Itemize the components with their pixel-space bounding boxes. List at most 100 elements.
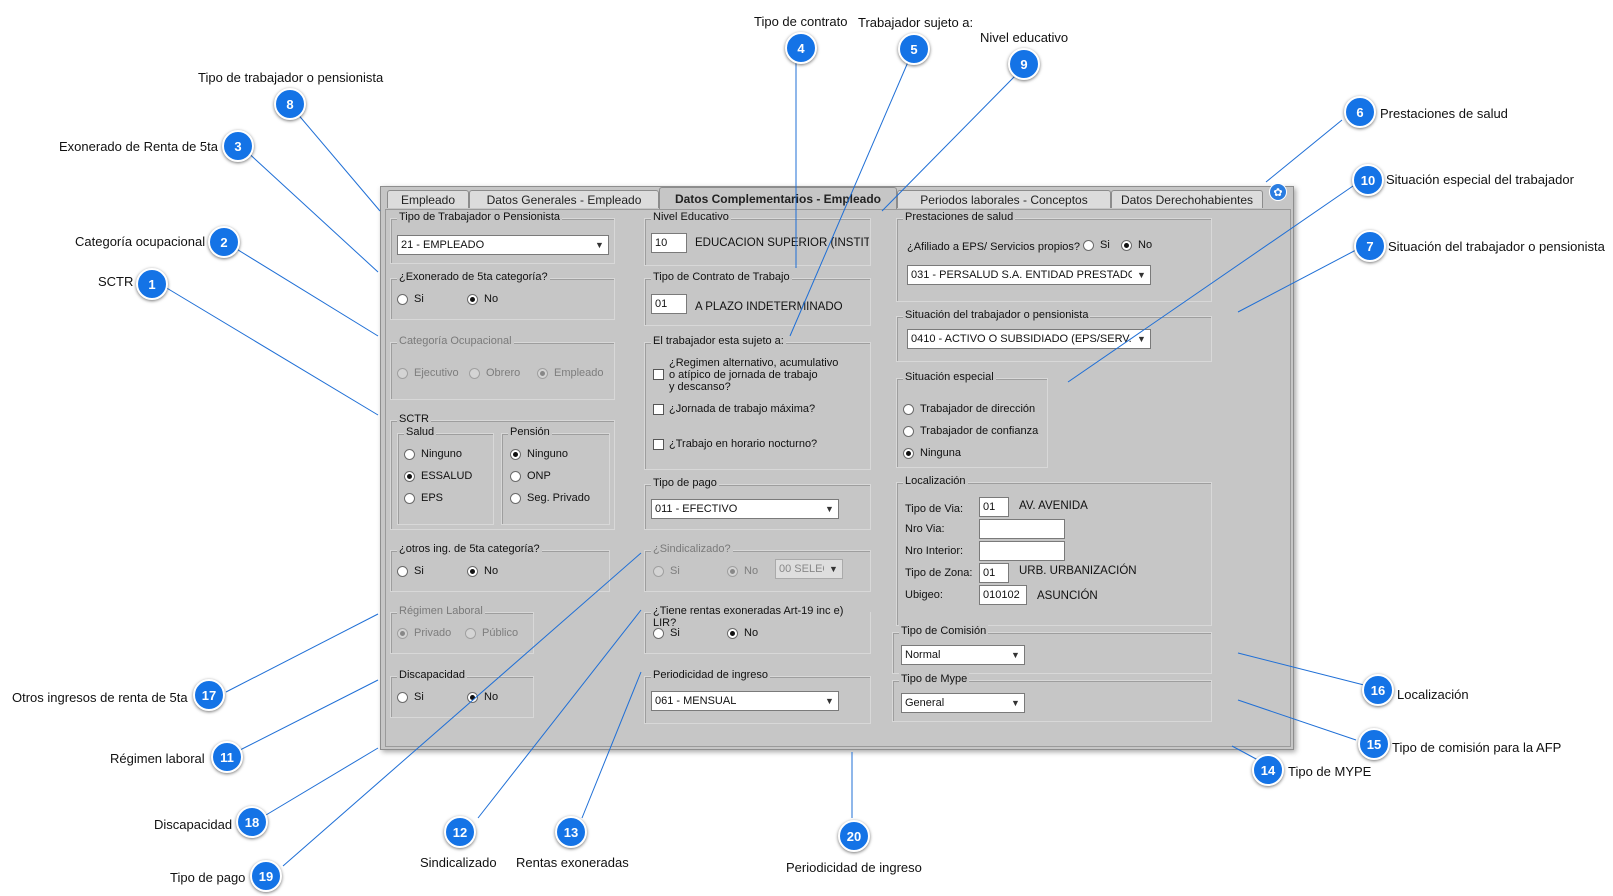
tab-empleado[interactable]: Empleado xyxy=(387,190,469,208)
group-title: Situación del trabajador o pensionista xyxy=(903,309,1091,321)
eps-no-radio[interactable]: No xyxy=(1121,239,1152,251)
group-title: Nivel Educativo xyxy=(651,211,731,223)
pension-onp-radio[interactable]: ONP xyxy=(510,470,551,482)
group-title: Tipo de pago xyxy=(651,477,719,489)
pension-ninguno-radio[interactable]: Ninguno xyxy=(510,448,568,460)
radio-label: Seg. Privado xyxy=(527,492,590,504)
radio-label: Si xyxy=(414,293,424,305)
eps-entidad-select[interactable]: 031 - PERSALUD S.A. ENTIDAD PRESTADORA ▼ xyxy=(907,265,1151,285)
especial-ninguna-radio[interactable]: Ninguna xyxy=(903,447,961,459)
group-title: Periodicidad de ingreso xyxy=(651,669,770,681)
tab-datos-derechohabientes[interactable]: Datos Derechohabientes xyxy=(1111,190,1263,208)
sindicalizado-si-radio[interactable]: Si xyxy=(653,565,680,577)
discapacidad-group: Discapacidad Si No xyxy=(390,669,534,718)
group-title: ¿otros ing. de 5ta categoría? xyxy=(397,543,542,555)
prestaciones-salud-group: Prestaciones de salud ¿Afiliado a EPS/ S… xyxy=(896,211,1212,302)
tipo-mype-select[interactable]: General ▼ xyxy=(901,693,1025,713)
rentas-exoneradas-group: ¿Tiene rentas exoneradas Art-19 inc e) L… xyxy=(644,605,871,654)
annotation-badge-10: 10 xyxy=(1352,164,1384,196)
especial-direccion-radio[interactable]: Trabajador de dirección xyxy=(903,403,1035,415)
annotation-badge-17: 17 xyxy=(193,679,225,711)
leader-line-2 xyxy=(229,244,379,337)
regimen-publico-radio[interactable]: Público xyxy=(465,627,518,639)
salud-essalud-radio[interactable]: ESSALUD xyxy=(404,470,472,482)
tipo-pago-group: Tipo de pago 011 - EFECTIVO ▼ xyxy=(644,477,871,530)
tab-datos-generales[interactable]: Datos Generales - Empleado xyxy=(469,190,659,208)
radio-label: No xyxy=(484,565,499,577)
discapacidad-no-radio[interactable]: No xyxy=(467,691,498,703)
salud-ninguno-radio[interactable]: Ninguno xyxy=(404,448,462,460)
tipo-comision-group: Tipo de Comisión Normal ▼ xyxy=(892,625,1212,674)
categoria-empleado-radio[interactable]: Empleado xyxy=(537,367,604,379)
otros-no-radio[interactable]: No xyxy=(467,565,498,577)
chevron-down-icon: ▼ xyxy=(825,696,834,706)
tipo-zona-input[interactable]: 01 xyxy=(979,563,1009,583)
select-value: 061 - MENSUAL xyxy=(655,695,737,707)
jornada-maxima-checkbox[interactable]: ¿Jornada de trabajo máxima? xyxy=(653,403,815,415)
group-title: Situación especial xyxy=(903,371,996,383)
checkbox-box xyxy=(653,404,664,415)
radio-label: Si xyxy=(670,627,680,639)
group-title: SCTR xyxy=(397,413,431,425)
categoria-ejecutivo-radio[interactable]: Ejecutivo xyxy=(397,367,459,379)
otros-si-radio[interactable]: Si xyxy=(397,565,424,577)
periodicidad-select[interactable]: 061 - MENSUAL ▼ xyxy=(651,691,839,711)
group-title: Localización xyxy=(903,475,968,487)
exonerado-si-radio[interactable]: Si xyxy=(397,293,424,305)
annotation-label-17: Otros ingresos de renta de 5ta xyxy=(12,690,188,705)
tipo-contrato-group: Tipo de Contrato de Trabajo 01 A PLAZO I… xyxy=(644,271,871,326)
radio-label: Público xyxy=(482,627,519,639)
sindicato-select[interactable]: 00 SELEC ▼ xyxy=(775,559,843,579)
gear-icon[interactable]: ✿ xyxy=(1269,183,1287,201)
radio-label: Ninguna xyxy=(920,447,961,459)
situacion-select[interactable]: 0410 - ACTIVO O SUBSIDIADO (EPS/SERV. PR… xyxy=(907,329,1151,349)
eps-question: ¿Afiliado a EPS/ Servicios propios? xyxy=(907,241,1081,253)
nivel-educativo-code[interactable]: 10 xyxy=(651,233,687,253)
tipo-trabajador-select[interactable]: 21 - EMPLEADO ▼ xyxy=(397,235,609,255)
rentas-si-radio[interactable]: Si xyxy=(653,627,680,639)
tipo-via-label: Tipo de Via: xyxy=(905,503,964,515)
nro-interior-input[interactable] xyxy=(979,541,1065,561)
select-value: Normal xyxy=(905,649,941,661)
discapacidad-si-radio[interactable]: Si xyxy=(397,691,424,703)
exonerado-no-radio[interactable]: No xyxy=(467,293,498,305)
regimen-alternativo-checkbox[interactable]: ¿Regimen alternativo, acumulativo o atíp… xyxy=(653,357,838,393)
annotation-badge-20: 20 xyxy=(838,820,870,852)
sindicalizado-group: ¿Sindicalizado? Si No 00 SELEC ▼ xyxy=(644,543,871,592)
annotation-badge-8: 8 xyxy=(274,88,306,120)
annotation-badge-11: 11 xyxy=(211,741,243,773)
tipo-comision-select[interactable]: Normal ▼ xyxy=(901,645,1025,665)
nro-via-input[interactable] xyxy=(979,519,1065,539)
especial-confianza-radio[interactable]: Trabajador de confianza xyxy=(903,425,1038,437)
pension-seg-privado-radio[interactable]: Seg. Privado xyxy=(510,492,590,504)
salud-eps-radio[interactable]: EPS xyxy=(404,492,443,504)
eps-si-radio[interactable]: Si xyxy=(1083,239,1110,251)
tipo-pago-select[interactable]: 011 - EFECTIVO ▼ xyxy=(651,499,839,519)
group-title: ¿Sindicalizado? xyxy=(651,543,733,555)
chevron-down-icon: ▼ xyxy=(1011,650,1020,660)
horario-nocturno-checkbox[interactable]: ¿Trabajo en horario nocturno? xyxy=(653,438,817,450)
situacion-especial-group: Situación especial Trabajador de direcci… xyxy=(896,371,1048,468)
annotation-badge-5: 5 xyxy=(898,33,930,65)
sindicalizado-no-radio[interactable]: No xyxy=(727,565,758,577)
radio-label: Obrero xyxy=(486,367,521,379)
categoria-obrero-radio[interactable]: Obrero xyxy=(469,367,520,379)
rentas-no-radio[interactable]: No xyxy=(727,627,758,639)
leader-line-3 xyxy=(243,148,379,273)
tab-datos-complementarios[interactable]: Datos Complementarios - Empleado xyxy=(659,187,897,209)
radio-label: No xyxy=(484,691,499,703)
ubigeo-input[interactable]: 010102 xyxy=(979,585,1027,605)
tipo-via-input[interactable]: 01 xyxy=(979,497,1009,517)
radio-label: No xyxy=(1138,239,1153,251)
annotation-label-9: Nivel educativo xyxy=(980,30,1069,45)
tipo-zona-label: Tipo de Zona: xyxy=(905,567,973,579)
annotation-label-7: Situación del trabajador o pensionista xyxy=(1388,239,1605,254)
otros-ingresos-group: ¿otros ing. de 5ta categoría? Si No xyxy=(390,543,610,592)
exonerado-group: ¿Exonerado de 5ta categoría? Si No xyxy=(390,271,615,320)
regimen-privado-radio[interactable]: Privado xyxy=(397,627,451,639)
select-value: 011 - EFECTIVO xyxy=(655,503,738,515)
tipo-contrato-code[interactable]: 01 xyxy=(651,294,687,314)
annotation-badge-7: 7 xyxy=(1354,230,1386,262)
tab-periodos-laborales[interactable]: Periodos laborales - Conceptos xyxy=(897,190,1111,208)
leader-line-17 xyxy=(225,613,379,693)
